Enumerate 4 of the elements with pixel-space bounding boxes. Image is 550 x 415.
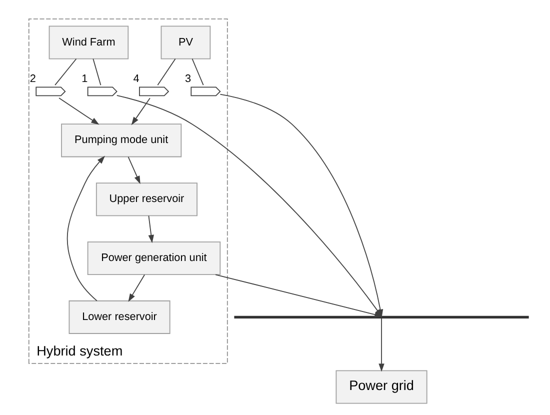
node-label: 4: [133, 73, 140, 86]
node-label: 2: [30, 73, 36, 86]
node-label: 3: [184, 73, 191, 86]
node-label: 1: [82, 73, 88, 86]
